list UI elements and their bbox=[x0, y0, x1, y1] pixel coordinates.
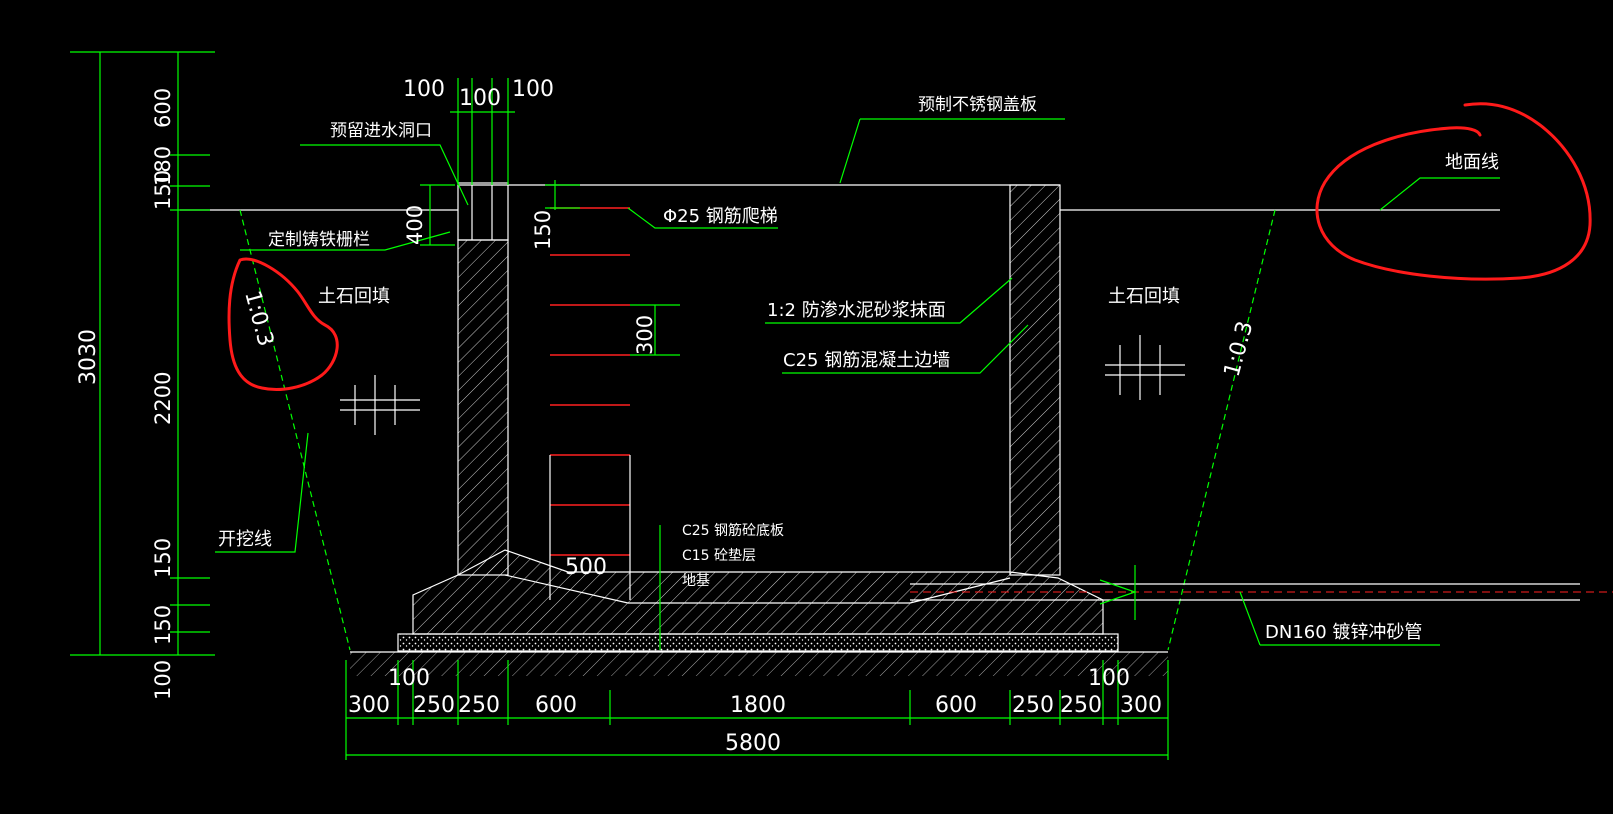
label-grate: 定制铸铁栅栏 bbox=[268, 230, 370, 250]
markup-circle-left bbox=[227, 257, 339, 391]
base-slab bbox=[412, 549, 1104, 635]
dim-total-height: 3030 bbox=[76, 329, 101, 385]
excavation-line bbox=[239, 209, 1276, 651]
label-foundation: 地基 bbox=[682, 572, 710, 589]
dim-left-600: 600 bbox=[151, 88, 175, 128]
label-pipe: DN160 镀锌冲砂管 bbox=[1265, 622, 1422, 643]
label-excavation: 开挖线 bbox=[218, 529, 272, 550]
backfill-symbol-right bbox=[1105, 335, 1185, 400]
dim-bottom-300-right: 300 bbox=[1120, 693, 1162, 718]
dim-left-100: 100 bbox=[151, 660, 175, 700]
dim-bottom-250-d: 250 bbox=[1060, 693, 1102, 718]
dim-top-right-100: 100 bbox=[512, 77, 554, 102]
label-slope-left: 1:0.3 bbox=[239, 288, 278, 349]
dim-top-center-100: 100 bbox=[459, 86, 501, 111]
dim-top-left-100: 100 bbox=[403, 77, 445, 102]
dim-left-150-low: 150 bbox=[151, 605, 175, 645]
label-slope-right: 1:0.3 bbox=[1220, 319, 1259, 380]
dim-bottom-300-left: 300 bbox=[348, 693, 390, 718]
dim-top-slab: 150 bbox=[531, 210, 555, 250]
dim-bottom-250-c: 250 bbox=[1012, 693, 1054, 718]
label-ground: 地面线 bbox=[1445, 152, 1499, 173]
dim-bottom-250-b: 250 bbox=[458, 693, 500, 718]
label-cushion: C15 砼垫层 bbox=[682, 548, 756, 564]
dim-bottom-small-right: 100 bbox=[1088, 666, 1130, 691]
label-base-slab: C25 钢筋砼底板 bbox=[682, 522, 784, 539]
dim-bottom-600-left: 600 bbox=[535, 693, 577, 718]
label-ladder: Φ25 钢筋爬梯 bbox=[663, 206, 778, 227]
dim-rung-spacing: 300 bbox=[633, 315, 657, 355]
label-backfill-left: 土石回填 bbox=[318, 286, 390, 307]
dim-bottom-250-a: 250 bbox=[413, 693, 455, 718]
cushion-layer bbox=[397, 633, 1119, 652]
dim-left-150-mid: 150 bbox=[151, 538, 175, 578]
pipe bbox=[910, 565, 1613, 620]
left-wall bbox=[457, 182, 509, 576]
dim-left-150-top: 150 bbox=[151, 170, 175, 210]
dim-grate-depth: 400 bbox=[403, 205, 427, 245]
label-wall: C25 钢筋混凝土边墙 bbox=[783, 350, 950, 371]
dim-total-width: 5800 bbox=[725, 731, 781, 756]
label-inlet: 预留进水洞口 bbox=[330, 121, 432, 141]
label-backfill-right: 土石回填 bbox=[1108, 286, 1180, 307]
dimension-lines bbox=[70, 51, 1500, 760]
markup-circle-right bbox=[1315, 102, 1592, 281]
dim-haunch: 500 bbox=[565, 555, 607, 580]
backfill-symbol-left bbox=[340, 375, 420, 435]
dim-bottom-small-left: 100 bbox=[388, 666, 430, 691]
foundation-hatch bbox=[350, 651, 1168, 676]
dim-left-180: 180 bbox=[151, 146, 175, 186]
dim-bottom-600-right: 600 bbox=[935, 693, 977, 718]
dim-bottom-1800: 1800 bbox=[730, 693, 786, 718]
label-plaster: 1:2 防渗水泥砂浆抹面 bbox=[767, 300, 946, 321]
label-cover-plate: 预制不锈钢盖板 bbox=[918, 95, 1037, 115]
dim-left-2200: 2200 bbox=[151, 372, 175, 425]
ladder bbox=[549, 207, 631, 600]
right-wall bbox=[1009, 184, 1061, 576]
